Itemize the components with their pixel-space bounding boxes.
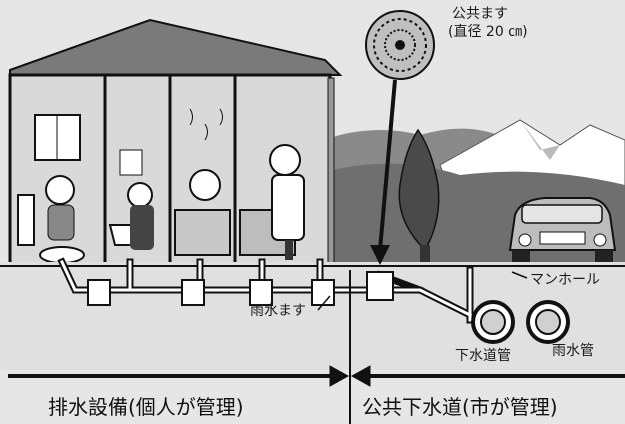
storm-pipe-label: 雨水管 bbox=[552, 343, 594, 359]
rain-basin-label: 雨水ます bbox=[250, 303, 306, 319]
private-section-label: 排水設備(個人が管理) bbox=[48, 395, 244, 419]
section-divider bbox=[8, 270, 625, 424]
tree bbox=[398, 128, 440, 265]
public-basin-size-label: (直径 20 ㎝) bbox=[448, 24, 528, 40]
sewer-pipe-label: 下水道管 bbox=[455, 348, 511, 364]
pipe-inner bbox=[60, 260, 473, 322]
car bbox=[508, 197, 617, 264]
manhole-lid-icon bbox=[365, 10, 435, 80]
manhole-label: マンホール bbox=[530, 272, 600, 288]
house bbox=[8, 18, 343, 267]
public-basin-label: 公共ます bbox=[452, 6, 508, 22]
storm-pipe-section bbox=[526, 300, 570, 344]
sewer-pipe-section bbox=[471, 300, 515, 344]
public-section-label: 公共下水道(市が管理) bbox=[362, 395, 558, 419]
